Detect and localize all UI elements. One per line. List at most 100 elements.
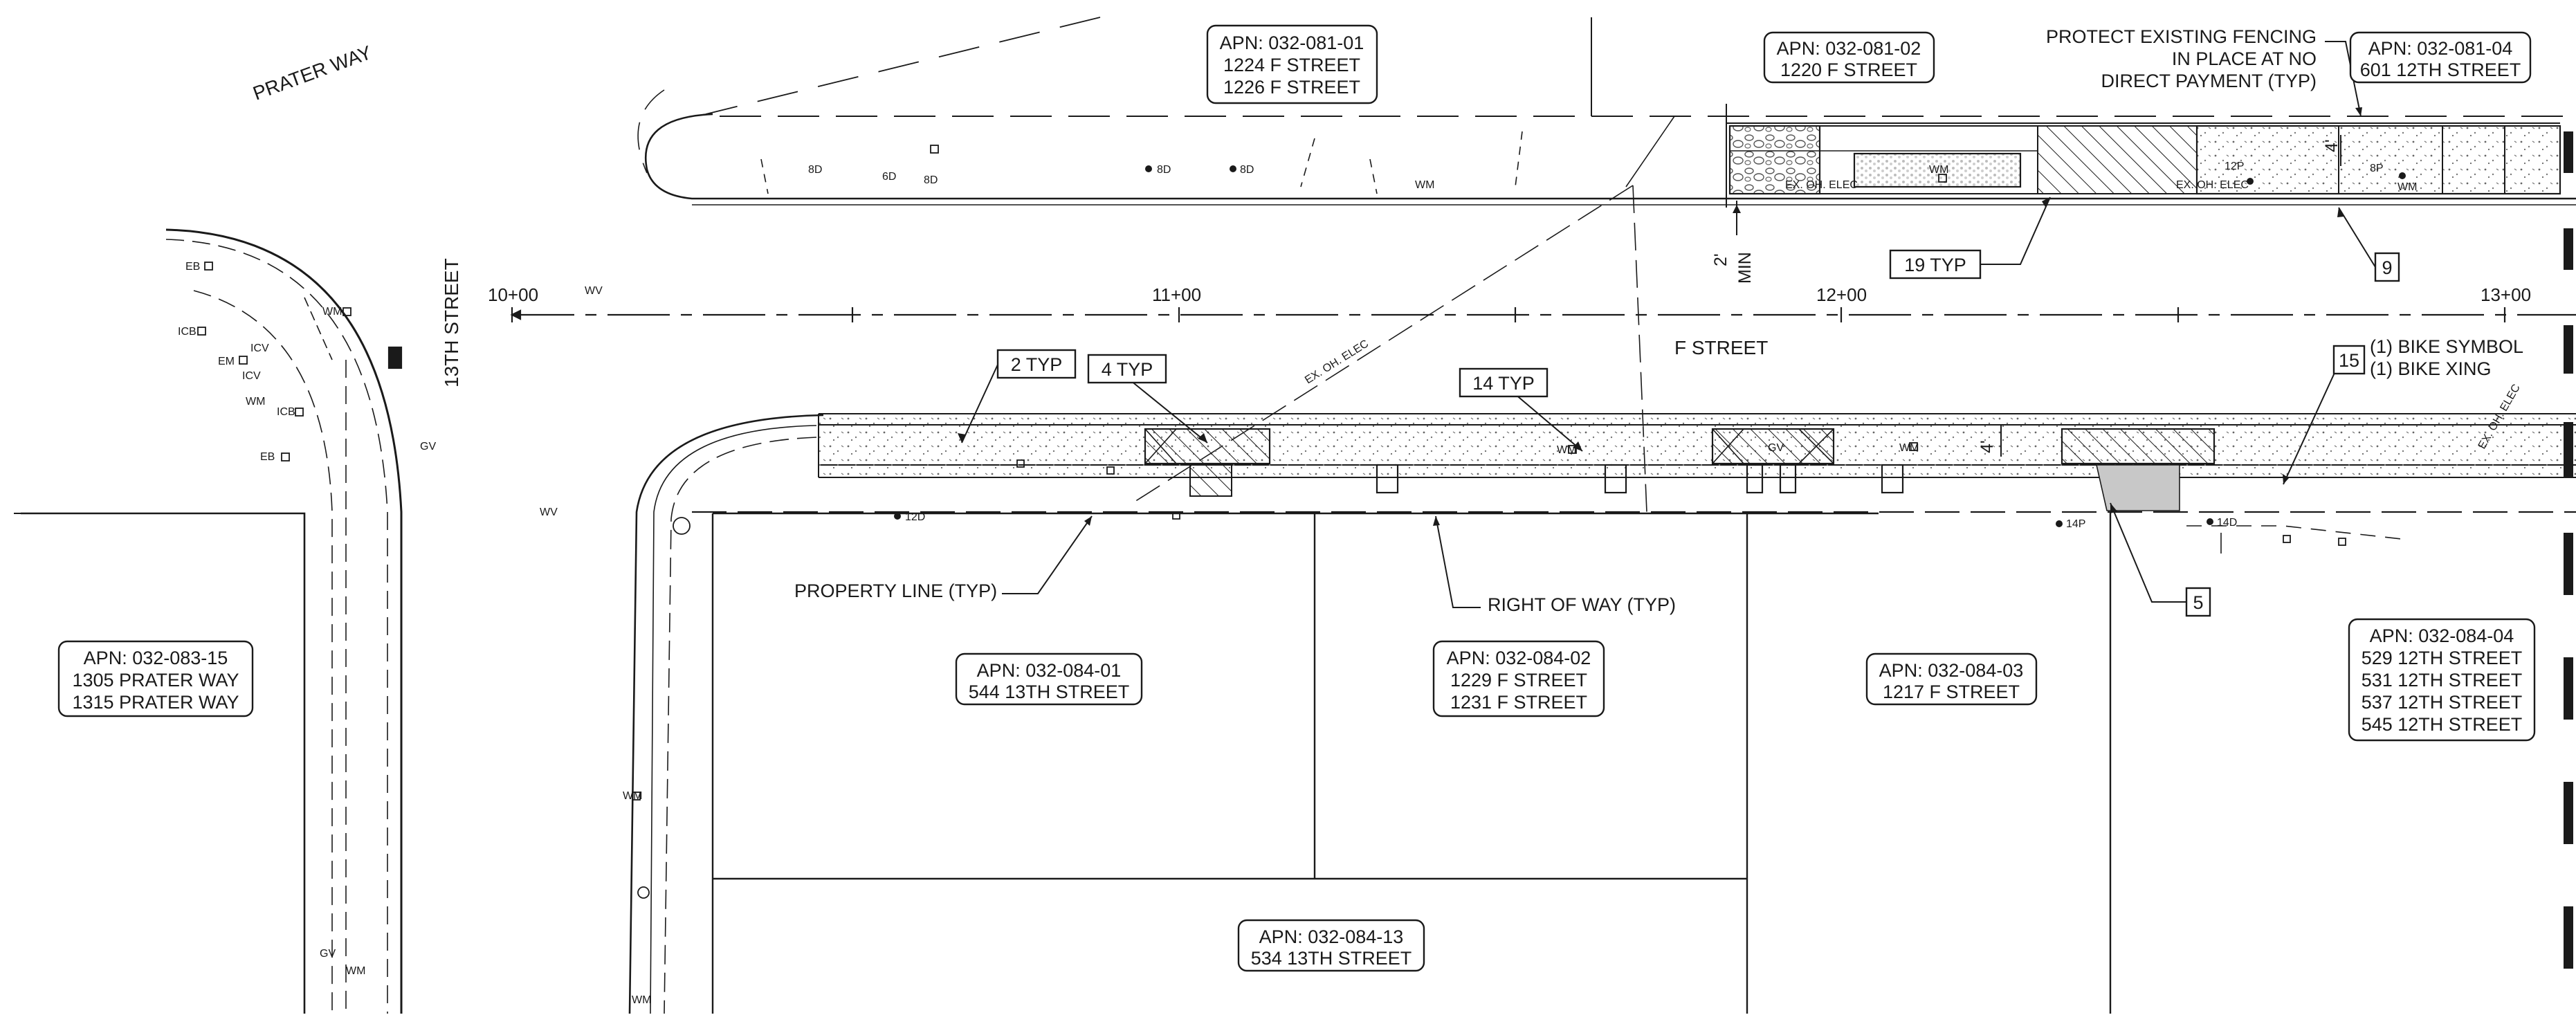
parcel-apn: APN: 032-084-02: [1447, 648, 1591, 668]
parcel-032-084-02: APN: 032-084-02 1229 F STREET 1231 F STR…: [1432, 640, 1605, 717]
f-street-label: F STREET: [1674, 337, 1768, 358]
utility-label: WM: [632, 994, 651, 1006]
utility-label: WM: [1899, 442, 1919, 454]
parcel-apn: APN: 032-084-04: [2370, 625, 2514, 646]
parcel-address: 531 12TH STREET: [2362, 670, 2523, 691]
parcel-address: 1305 PRATER WAY: [72, 670, 239, 691]
utility-label: 14D: [2217, 517, 2237, 529]
utility-label: 12D: [905, 511, 925, 523]
utility-label: WM: [623, 790, 642, 802]
svg-text:14 TYP: 14 TYP: [1472, 373, 1535, 394]
utility-label: ICB: [178, 326, 197, 338]
utility-label: ICB: [277, 406, 295, 418]
parcel-apn: APN: 032-081-01: [1220, 33, 1364, 53]
parcel-address: 1224 F STREET: [1223, 55, 1360, 75]
fencing-note-line2: IN PLACE AT NO: [2172, 48, 2317, 69]
parcel-address: 545 12TH STREET: [2362, 714, 2523, 735]
utility-label: WM: [1929, 164, 1948, 176]
parcel-address: 601 12TH STREET: [2360, 60, 2521, 80]
svg-text:19 TYP: 19 TYP: [1904, 255, 1966, 275]
parcel-address: 534 13TH STREET: [1251, 948, 1412, 969]
utility-label: 8P: [2370, 163, 2384, 174]
right-of-way-note: RIGHT OF WAY (TYP): [1488, 594, 1676, 615]
utility-label: EX. OH. ELEC: [1303, 338, 1371, 386]
bike-symbol-note: (1) BIKE SYMBOL: [2370, 336, 2523, 357]
utility-label: WM: [2397, 181, 2417, 193]
utility-label: GV: [320, 948, 336, 960]
thirteenth-street-label: 13TH STREET: [441, 258, 462, 387]
utility-label: WM: [346, 965, 365, 977]
parcel-address: 544 13TH STREET: [969, 682, 1130, 702]
parcel-address: 537 12TH STREET: [2362, 692, 2523, 713]
parcel-address: 1231 F STREET: [1450, 692, 1587, 713]
utility-label: WV: [585, 285, 603, 297]
bike-xing-note: (1) BIKE XING: [2370, 358, 2492, 379]
callout-14-typ: 14 TYP: [1459, 367, 1549, 398]
utility-label: EB: [260, 451, 275, 463]
parcel-032-081-01: APN: 032-081-01 1224 F STREET 1226 F STR…: [1206, 24, 1378, 104]
station-label: 10+00: [488, 284, 538, 305]
utility-label: 12P: [2225, 161, 2244, 172]
parcel-032-084-03: APN: 032-084-03 1217 F STREET: [1865, 652, 2038, 706]
parcel-032-084-01: APN: 032-084-01 544 13TH STREET: [955, 652, 1143, 706]
svg-text:15: 15: [2339, 350, 2359, 371]
utility-label: 8D: [1240, 164, 1254, 176]
station-label: 13+00: [2481, 284, 2531, 305]
parcel-address: 1217 F STREET: [1883, 682, 2020, 702]
parcel-032-083-15: APN: 032-083-15 1305 PRATER WAY 1315 PRA…: [57, 640, 254, 717]
utility-label: WM: [322, 306, 342, 318]
utility-label: WM: [1557, 444, 1576, 456]
station-label: 11+00: [1152, 284, 1201, 305]
utility-label: ICV: [250, 342, 269, 354]
parcel-address: 1226 F STREET: [1223, 77, 1360, 98]
parcel-address: 1315 PRATER WAY: [72, 692, 239, 713]
parcel-apn: APN: 032-081-02: [1777, 38, 1921, 59]
parcel-032-081-02: APN: 032-081-02 1220 F STREET: [1763, 31, 1935, 84]
callout-2-typ: 2 TYP: [996, 349, 1077, 379]
utility-label: 14P: [2066, 518, 2085, 530]
parcel-032-081-04: APN: 032-081-04 601 12TH STREET: [2349, 31, 2532, 84]
min-dimension-label: MIN: [1735, 252, 1755, 284]
parcel-address: 1229 F STREET: [1450, 670, 1587, 691]
min-dimension: 2': [1711, 253, 1730, 266]
sidewalk-width-dimension: 4': [2322, 139, 2341, 152]
parcel-address: 529 12TH STREET: [2362, 648, 2523, 668]
utility-label: EM: [218, 356, 235, 367]
property-line-note: PROPERTY LINE (TYP): [794, 580, 997, 601]
prater-way-label: PRATER WAY: [250, 42, 374, 104]
utility-label: 8D: [808, 164, 822, 176]
utility-label: ICV: [242, 370, 261, 382]
utility-label: GV: [420, 441, 436, 452]
fencing-note-line1: PROTECT EXISTING FENCING: [2046, 26, 2317, 47]
callout-5: 5: [2185, 587, 2211, 617]
utility-label: GV: [1768, 442, 1784, 454]
utility-label: WM: [246, 396, 265, 408]
svg-text:4 TYP: 4 TYP: [1102, 359, 1153, 380]
parcel-apn: APN: 032-084-03: [1879, 660, 2024, 681]
parcel-032-084-13: APN: 032-084-13 534 13TH STREET: [1237, 919, 1425, 972]
fencing-note-line3: DIRECT PAYMENT (TYP): [2101, 71, 2317, 91]
svg-text:9: 9: [2382, 257, 2392, 278]
utility-label: EX. OH. ELEC: [2176, 179, 2249, 191]
parcel-032-084-04: APN: 032-084-04 529 12TH STREET 531 12TH…: [2348, 618, 2536, 742]
callout-4-typ: 4 TYP: [1087, 354, 1167, 384]
utility-label: 8D: [1157, 164, 1171, 176]
sidewalk-width-dimension: 4': [1977, 440, 1997, 453]
utility-label: 8D: [924, 174, 938, 186]
utility-label: 6D: [882, 171, 896, 183]
callout-19-typ: 19 TYP: [1889, 249, 1982, 280]
parcel-apn: APN: 032-083-15: [84, 648, 228, 668]
callout-9: 9: [2374, 252, 2400, 282]
station-label: 12+00: [1816, 284, 1867, 305]
parcel-apn: APN: 032-084-01: [977, 660, 1122, 681]
svg-text:2 TYP: 2 TYP: [1011, 354, 1063, 375]
utility-label: WM: [1415, 179, 1434, 191]
utility-label: WV: [540, 506, 558, 518]
utility-label: EX. OH. ELEC: [1785, 179, 1858, 191]
callout-15: 15 (1) BIKE SYMBOL (1) BIKE XING: [2332, 336, 2523, 379]
parcel-apn: APN: 032-081-04: [2368, 38, 2513, 59]
svg-text:5: 5: [2193, 592, 2203, 613]
utility-label: EB: [185, 261, 200, 273]
parcel-address: 1220 F STREET: [1780, 60, 1917, 80]
